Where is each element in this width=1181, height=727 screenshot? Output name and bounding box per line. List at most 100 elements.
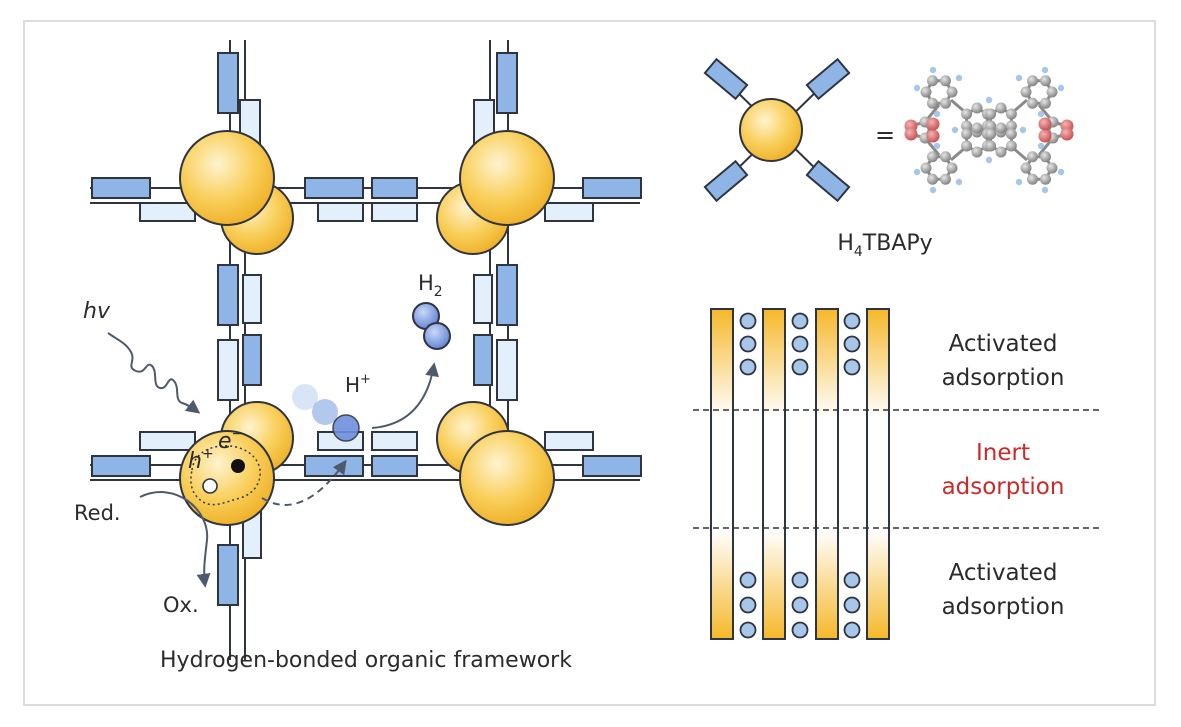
top-zone-label-line1: Activated: [949, 331, 1058, 357]
framework-struts: [90, 40, 640, 660]
carbon-atom: [1005, 108, 1017, 120]
hydrogen-atom: [1015, 74, 1023, 82]
carbon-atom: [985, 128, 997, 140]
carbon-atom: [995, 122, 1007, 134]
hydrogen-atom: [955, 178, 963, 186]
hydrogen-atom: [1057, 84, 1065, 92]
carbon-atom: [920, 162, 932, 174]
oxygen-atom: [1038, 117, 1052, 131]
hydrogen-atom: [933, 110, 941, 118]
oxygen-atom: [926, 117, 940, 131]
framework-linkers: [91, 52, 642, 606]
hydrogen-atom: [1019, 126, 1027, 134]
hydrogen-atom: [985, 156, 993, 164]
tbapy-schematic-icon: [703, 57, 851, 203]
hydrogen-atom: [913, 84, 921, 92]
top-zone-label-line2: adsorption: [942, 365, 1065, 391]
carbon-atom: [920, 86, 932, 98]
carbon-atom: [1046, 86, 1058, 98]
carbon-atom: [940, 173, 951, 185]
framework-nodes: [179, 130, 555, 526]
carbon-atom: [1005, 120, 1017, 132]
hydrogen-atom: [985, 96, 993, 104]
h2-evolution-arrow-icon: [371, 362, 440, 429]
light-wave-icon: [107, 332, 201, 414]
hydrogen-atom: [955, 74, 963, 82]
carbon-atom: [1040, 75, 1051, 87]
gas-molecule: [791, 358, 809, 376]
carbon-atom: [985, 108, 997, 120]
gas-molecule: [843, 335, 861, 353]
gas-molecule: [739, 335, 757, 353]
gas-molecule: [739, 312, 757, 330]
carbon-atom: [1046, 162, 1058, 174]
gas-molecule: [791, 621, 809, 639]
carbon-atom: [940, 97, 951, 109]
hydrogen-atom: [1041, 66, 1049, 74]
carbon-atom: [1005, 140, 1017, 152]
oxygen-atom: [1038, 129, 1052, 143]
molecule-name: H4TBAPy: [837, 231, 932, 260]
oxygen-atom: [926, 129, 940, 143]
carbon-atom: [995, 146, 1007, 158]
carbon-atom: [971, 122, 983, 134]
carbon-atom: [1020, 162, 1032, 174]
carbon-atom: [1040, 151, 1051, 163]
electron-label: e−: [218, 426, 243, 454]
carbon-atom: [961, 140, 973, 152]
equals-sign: =: [875, 121, 895, 149]
h2-label: H2: [418, 271, 443, 300]
carbon-atom: [1027, 97, 1038, 109]
middle-zone-label-line1: Inert: [976, 440, 1030, 466]
hydrogen-atom: [1015, 178, 1023, 186]
carbon-atom: [927, 97, 938, 109]
carbon-atom: [946, 86, 958, 98]
gas-molecule: [739, 596, 757, 614]
oxygen-atom: [1060, 127, 1074, 141]
bottom-zone-label-line2: adsorption: [942, 594, 1065, 620]
carbon-atom: [1027, 173, 1038, 185]
carbon-atom: [1020, 86, 1032, 98]
carbon-atom: [1005, 128, 1017, 140]
hydrogen-atom: [929, 66, 937, 74]
hole-label: h+: [188, 446, 214, 474]
electron-transfer-arrow-icon: [261, 459, 347, 506]
tbapy-molecule-icon: [904, 66, 1074, 194]
gas-molecule: [791, 596, 809, 614]
gas-molecule: [739, 621, 757, 639]
carbon-atom: [940, 75, 951, 87]
gas-molecule: [791, 335, 809, 353]
red-label: Red.: [74, 501, 121, 525]
carbon-atom: [927, 151, 938, 163]
carbon-atom: [1027, 75, 1038, 87]
hydrogen-atom: [1037, 110, 1045, 118]
adsorption-bars: [710, 308, 890, 640]
carbon-atom: [927, 173, 938, 185]
carbon-atom: [971, 102, 983, 114]
gas-molecule: [843, 621, 861, 639]
electron-dot: [231, 459, 245, 473]
gas-molecule: [739, 571, 757, 589]
hydrogen-atom: [951, 126, 959, 134]
gas-molecule: [791, 571, 809, 589]
h2-molecule-icon: [412, 302, 451, 350]
zone-dividers: [693, 409, 1102, 529]
hydrogen-atom: [1041, 186, 1049, 194]
gas-molecule: [843, 312, 861, 330]
redox-arrow-icon: [139, 491, 211, 588]
carbon-atom: [927, 75, 938, 87]
gas-molecule: [739, 358, 757, 376]
carbon-atom: [971, 146, 983, 158]
hole-dot: [202, 478, 218, 494]
proton-trail: [292, 384, 360, 442]
bottom-zone-label-line1: Activated: [949, 560, 1058, 586]
carbon-atom: [985, 140, 997, 152]
gas-molecule: [791, 312, 809, 330]
gas-molecule: [843, 358, 861, 376]
gas-molecule: [843, 571, 861, 589]
carbon-atom: [961, 128, 973, 140]
gas-molecule: [843, 596, 861, 614]
proton-label: H+: [345, 372, 371, 397]
hydrogen-atom: [913, 168, 921, 176]
